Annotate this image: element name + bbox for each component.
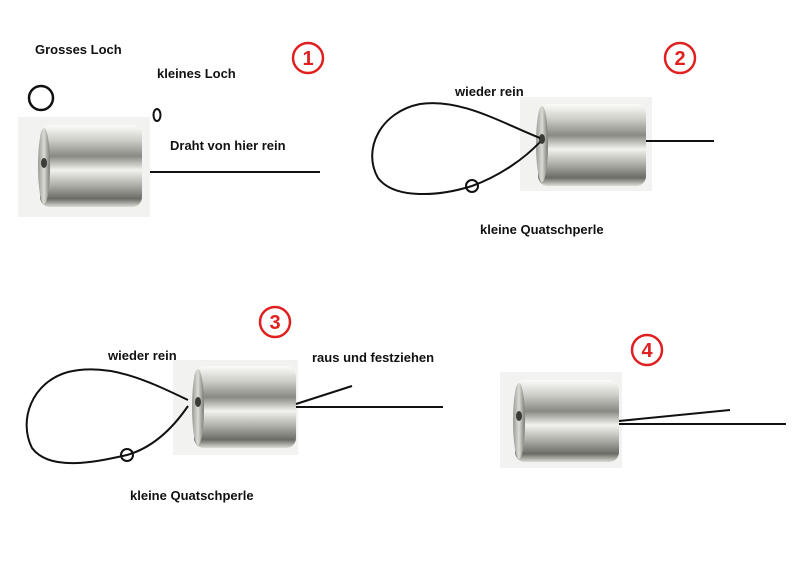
badge-circle: [291, 41, 325, 75]
big-hole-symbol: [27, 84, 55, 112]
badge-circle: [258, 305, 292, 339]
label-squash-bead: kleine Quatschperle: [130, 488, 254, 503]
step-number-badge: 3: [258, 305, 292, 339]
bead-hole: [41, 158, 47, 168]
badge-circle: [630, 333, 664, 367]
label-pull-tight: raus und festziehen: [312, 350, 434, 365]
crimp-bead: [520, 97, 652, 191]
bead-hole: [539, 134, 545, 144]
wire-loop: [371, 102, 541, 196]
bead-body: [515, 380, 619, 462]
step-3: 3 wieder rein raus und festziehen kleine…: [25, 305, 443, 503]
step-number: 1: [302, 48, 313, 70]
step-number-badge: 2: [663, 41, 697, 75]
step-number: 4: [641, 340, 653, 362]
step-number: 3: [269, 312, 280, 334]
wire-end-pulled: [295, 385, 353, 405]
bead-hole: [195, 397, 201, 407]
wire-end-trimmed: [618, 409, 731, 422]
step-number-badge: 1: [291, 41, 325, 75]
squash-bead: [120, 448, 134, 462]
label-small-hole: kleines Loch: [157, 66, 236, 81]
wire-loop: [25, 368, 189, 465]
crimp-bead: [173, 360, 298, 455]
crimp-bead: [18, 117, 150, 217]
bead-body: [538, 104, 646, 186]
badge-circle: [663, 41, 697, 75]
step-number: 2: [674, 48, 685, 70]
bead-body: [194, 366, 296, 448]
step-number-badge: 4: [630, 333, 664, 367]
label-back-in: wieder rein: [107, 348, 177, 363]
label-wire-in: Draht von hier rein: [170, 138, 286, 153]
label-big-hole: Grosses Loch: [35, 42, 122, 57]
small-hole-symbol: [152, 108, 162, 122]
bead-body: [40, 125, 142, 207]
squash-bead: [465, 179, 479, 193]
crimp-bead: [500, 372, 622, 468]
step-1: 1 Grosses Loch kleines Loch Draht von hi…: [18, 41, 325, 217]
label-squash-bead: kleine Quatschperle: [480, 222, 604, 237]
label-back-in: wieder rein: [454, 84, 524, 99]
bead-hole: [516, 411, 522, 421]
step-4: 4: [500, 333, 786, 468]
step-2: 2 wieder rein kleine Quatschperle: [371, 41, 714, 237]
